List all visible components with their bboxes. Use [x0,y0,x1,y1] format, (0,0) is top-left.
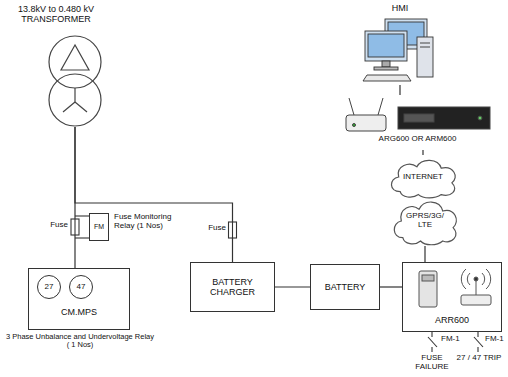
node-text: 47 [77,283,86,292]
node-caption: Fuse Monitoring Relay (1 Nos) [114,213,194,231]
rtu-box: ARR600 [402,262,502,332]
wire-label: Fuse [30,221,68,230]
connector-wire [399,85,400,95]
connector-wire [75,127,233,262]
contact-symbol [428,332,483,352]
battery-box: BATTERY [310,264,380,310]
node-text: INTERNET [403,173,443,182]
connector-wire [380,286,402,287]
fuse-monitoring-relay: FMFuse Monitoring Relay (1 Nos) [89,213,109,241]
node-text: ARR600 [403,315,501,325]
node-text: GPRS/3G/ LTE [403,212,447,230]
connector-wire [422,150,423,155]
internet-cloud: INTERNET [385,155,461,199]
gateway: ARG600 OR ARM600 [340,95,495,150]
computer-icon [355,3,445,85]
wire-label: Fuse [186,224,226,233]
wire-label: 27 / 47 TRIP [455,354,503,363]
node-text: 27 [45,283,54,292]
relay-box: CM.MPS3 Phase Unbalance and Undervoltage… [28,268,130,330]
charger-box: BATTERY CHARGER [190,262,275,312]
hmi-workstation: HMI [355,3,445,85]
wire-label: FM-1 [485,335,506,344]
wire-label: FM-1 [441,335,467,344]
cellular-cloud: GPRS/3G/ LTE [388,196,462,246]
node-text: CM.MPS [29,307,129,317]
node-text: 13.8kV to 0.480 kV TRANSFORMER [8,4,104,24]
relay-function: 27 [37,275,61,299]
node-text: BATTERY [325,282,366,292]
node-caption: 3 Phase Unbalance and Undervoltage Relay… [4,333,156,350]
fm-wire [75,216,89,238]
wire-label: FUSE FAILURE [408,354,456,371]
relay-function: 47 [69,275,93,299]
transformer: 13.8kV to 0.480 kV TRANSFORMER [8,4,108,127]
node-text: ARG600 OR ARM600 [340,135,495,144]
node-text: HMI [355,3,445,13]
connector-wire [424,246,425,262]
connector-wire [275,286,310,287]
node-text: BATTERY CHARGER [202,277,264,297]
node-text: FM [94,223,104,231]
